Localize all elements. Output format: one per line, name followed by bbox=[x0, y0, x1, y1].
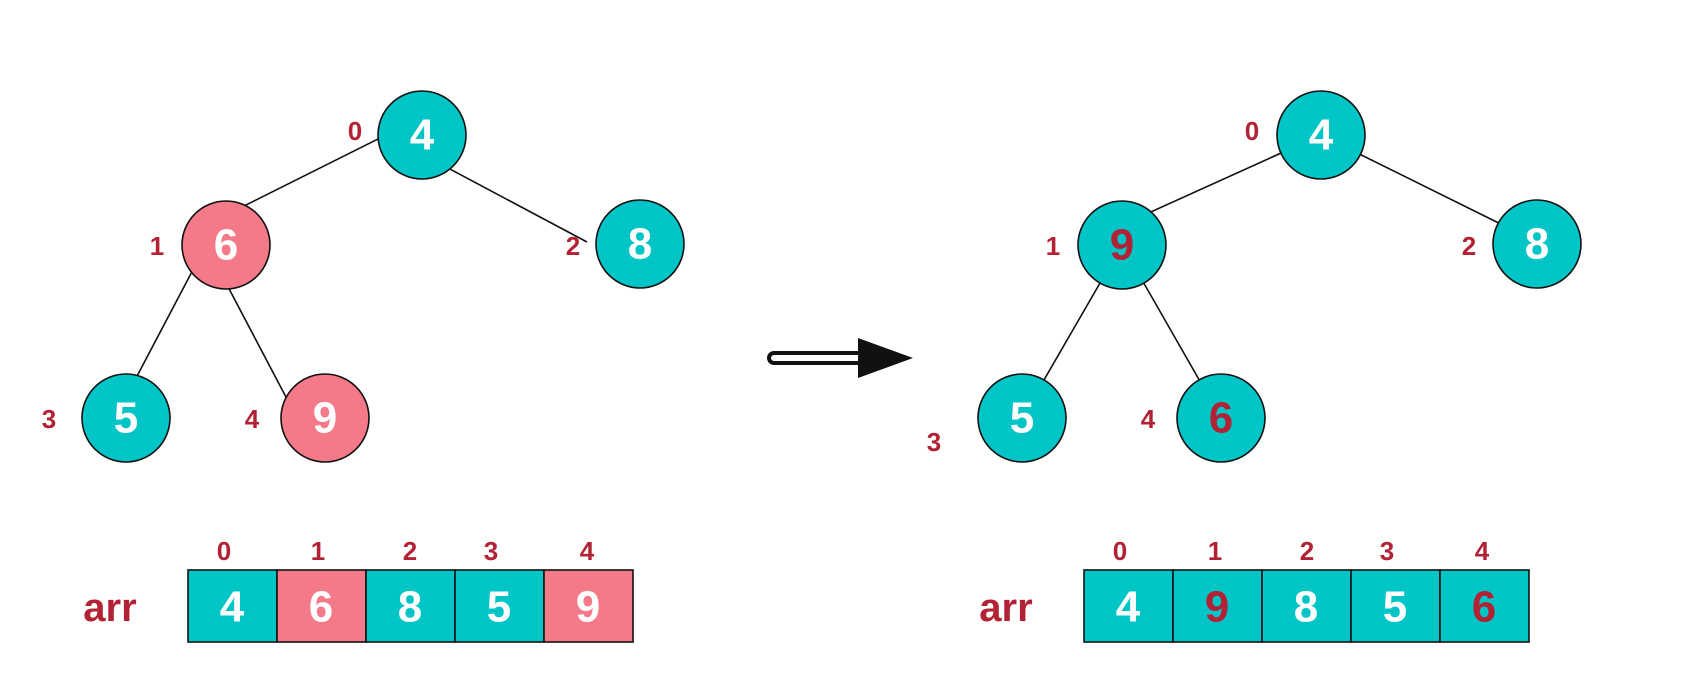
tree-node: 9 1 bbox=[1046, 200, 1167, 290]
tree-node: 6 4 bbox=[1141, 373, 1266, 463]
node-value: 8 bbox=[628, 220, 652, 269]
array-cell-value: 8 bbox=[1294, 583, 1318, 632]
left-tree: 4 0 6 1 8 2 5 3 bbox=[42, 90, 685, 463]
arrow-shaft bbox=[767, 351, 864, 365]
array-index-label: 3 bbox=[1380, 536, 1394, 566]
node-value: 5 bbox=[114, 394, 138, 443]
array-cell-value: 9 bbox=[576, 583, 600, 632]
array-index-label: 1 bbox=[1208, 536, 1222, 566]
node-value: 9 bbox=[313, 394, 337, 443]
array-cell-value: 4 bbox=[1116, 583, 1141, 632]
tree-node: 5 3 bbox=[927, 373, 1067, 463]
tree-node: 5 3 bbox=[42, 373, 171, 463]
array-cell-value: 9 bbox=[1205, 583, 1229, 632]
array-index-label: 0 bbox=[217, 536, 231, 566]
array-cell-box bbox=[1439, 569, 1530, 643]
array-cell-value: 6 bbox=[309, 583, 333, 632]
array-index-label: 2 bbox=[1300, 536, 1314, 566]
node-value: 6 bbox=[214, 221, 238, 270]
array-cell: 6 4 bbox=[1439, 536, 1530, 643]
node-circle bbox=[977, 373, 1067, 463]
array-cell-box bbox=[1261, 569, 1352, 643]
array-cell-box bbox=[543, 569, 634, 643]
node-circle bbox=[1492, 199, 1582, 289]
node-index-label: 4 bbox=[245, 404, 260, 434]
double-line-arrow-icon bbox=[767, 338, 913, 378]
array-cell-value: 6 bbox=[1472, 583, 1496, 632]
node-value: 5 bbox=[1010, 394, 1034, 443]
array-cell-box bbox=[187, 569, 278, 643]
array-cell-box bbox=[1172, 569, 1263, 643]
node-value: 4 bbox=[1309, 111, 1334, 160]
tree-node: 4 0 bbox=[1245, 90, 1366, 180]
node-circle bbox=[1077, 200, 1167, 290]
array-index-label: 0 bbox=[1113, 536, 1127, 566]
node-index-label: 4 bbox=[1141, 404, 1156, 434]
tree-node: 8 2 bbox=[566, 199, 685, 289]
tree-node: 4 0 bbox=[348, 90, 467, 180]
right-tree: 4 0 9 1 8 2 5 3 6 4 bbox=[927, 90, 1582, 463]
array-cell: 5 3 bbox=[1350, 536, 1441, 643]
array-index-label: 2 bbox=[403, 536, 417, 566]
node-value: 4 bbox=[410, 111, 435, 160]
array-index-label: 1 bbox=[311, 536, 325, 566]
node-circle bbox=[1176, 373, 1266, 463]
array-cell: 5 3 bbox=[454, 536, 545, 643]
node-index-label: 0 bbox=[348, 116, 362, 146]
right-panel: 4 0 9 1 8 2 5 3 6 4 bbox=[927, 90, 1582, 643]
array-cell-box bbox=[1350, 569, 1441, 643]
node-value: 8 bbox=[1525, 220, 1549, 269]
array-label: arr bbox=[979, 586, 1032, 630]
tree-node: 9 4 bbox=[245, 373, 370, 463]
node-circle bbox=[181, 200, 271, 290]
node-index-label: 2 bbox=[566, 231, 580, 261]
array-cell-box bbox=[1083, 569, 1174, 643]
left-panel: 4 0 6 1 8 2 5 3 bbox=[42, 90, 685, 643]
array-cell: 4 0 bbox=[187, 536, 278, 643]
tree-node: 6 1 bbox=[150, 200, 271, 290]
arrow-head bbox=[858, 338, 913, 378]
node-index-label: 0 bbox=[1245, 116, 1259, 146]
node-circle bbox=[81, 373, 171, 463]
array-cell: 9 1 bbox=[1172, 536, 1263, 643]
array-cell: 8 2 bbox=[365, 536, 456, 643]
node-value: 6 bbox=[1209, 394, 1233, 443]
node-circle bbox=[1276, 90, 1366, 180]
array-index-label: 4 bbox=[1475, 536, 1490, 566]
node-index-label: 3 bbox=[927, 427, 941, 457]
left-array: arr 4 0 6 1 8 2 5 3 bbox=[83, 536, 634, 643]
right-array: arr 4 0 9 1 8 2 5 3 bbox=[979, 536, 1530, 643]
array-label: arr bbox=[83, 586, 136, 630]
array-cell: 9 4 bbox=[543, 536, 634, 643]
array-cell-box bbox=[454, 569, 545, 643]
array-cell-value: 4 bbox=[220, 583, 245, 632]
node-circle bbox=[377, 90, 467, 180]
node-circle bbox=[595, 199, 685, 289]
node-value: 9 bbox=[1110, 221, 1134, 270]
array-cell: 4 0 bbox=[1083, 536, 1174, 643]
tree-node: 8 2 bbox=[1462, 199, 1582, 289]
array-cell-value: 5 bbox=[1383, 583, 1407, 632]
node-index-label: 3 bbox=[42, 404, 56, 434]
node-circle bbox=[280, 373, 370, 463]
array-index-label: 4 bbox=[580, 536, 595, 566]
array-cell-value: 8 bbox=[398, 583, 422, 632]
array-cell-box bbox=[365, 569, 456, 643]
node-index-label: 1 bbox=[1046, 231, 1060, 261]
array-cell: 6 1 bbox=[276, 536, 367, 643]
node-index-label: 1 bbox=[150, 231, 164, 261]
array-index-label: 3 bbox=[484, 536, 498, 566]
array-cell: 8 2 bbox=[1261, 536, 1352, 643]
array-cell-box bbox=[276, 569, 367, 643]
node-index-label: 2 bbox=[1462, 231, 1476, 261]
array-cell-value: 5 bbox=[487, 583, 511, 632]
